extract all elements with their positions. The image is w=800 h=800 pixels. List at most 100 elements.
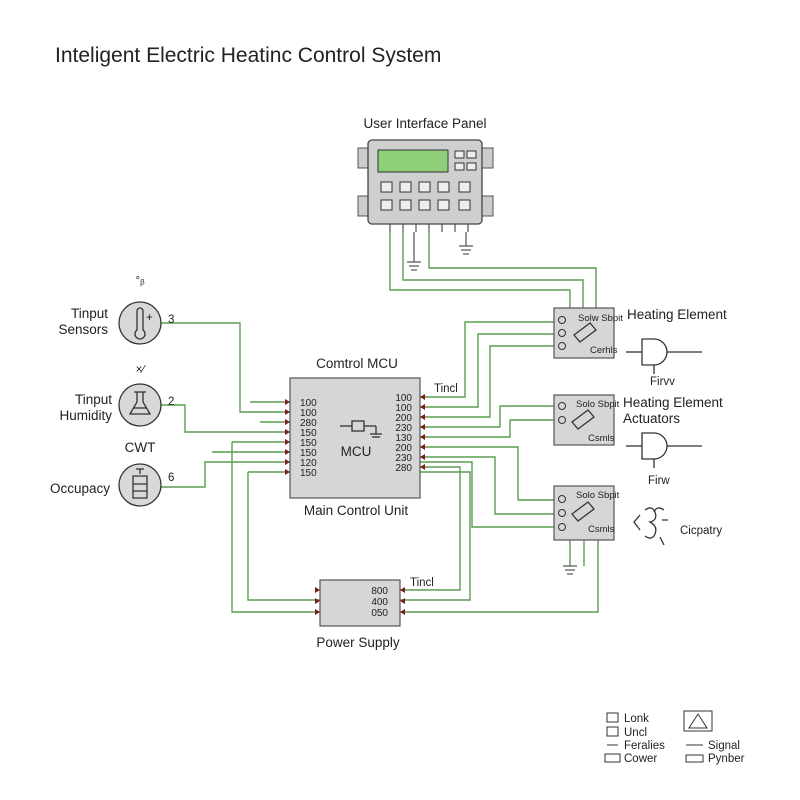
main-control-unit: Comtrol MCU MCU Main Control Unit Tincl … xyxy=(285,356,458,518)
sensor-label-line1: Tinput xyxy=(75,392,112,407)
mcu-center-label: MCU xyxy=(341,444,372,459)
pin-label: 100 xyxy=(300,408,317,419)
pin-label: 130 xyxy=(395,433,412,444)
pin-arrow xyxy=(420,434,425,440)
actuator-label-line1: Cicpatry xyxy=(680,525,722,537)
pin-label: 100 xyxy=(395,403,412,414)
occupancy-sensor-icon xyxy=(118,463,162,507)
heating-element-icon xyxy=(626,432,702,468)
legend: Lonk Uncl Feralies Cower Signal Pynber xyxy=(604,710,745,765)
actuator-box-sub: Csmls xyxy=(588,433,615,444)
pin-arrow xyxy=(420,454,425,460)
sensor-symbol-caption: ×∕ xyxy=(136,364,147,376)
power-supply-side-label: Tincl xyxy=(410,577,434,589)
legend-item: Uncl xyxy=(624,727,647,739)
pin-label: 150 xyxy=(300,448,317,459)
pin-arrow xyxy=(420,404,425,410)
pin-label: 800 xyxy=(371,586,388,597)
pin-label: 280 xyxy=(395,463,412,474)
sensor-3: CWT Occupacy 6 xyxy=(50,440,174,507)
pin-arrow xyxy=(285,449,290,455)
pin-label: 100 xyxy=(300,398,317,409)
actuator-symbol-caption: Firvv xyxy=(650,376,675,388)
pin-arrow xyxy=(315,609,320,615)
sensor-label-line1: Tinput xyxy=(71,306,108,321)
flask-icon xyxy=(128,391,152,415)
actuator-label-line1: Heating Element xyxy=(627,307,727,322)
pin-arrow xyxy=(285,469,290,475)
ground-icon xyxy=(563,565,577,575)
svg-text:+: + xyxy=(146,312,153,324)
legend-item: Feralies xyxy=(624,740,665,752)
thermometer-icon xyxy=(134,307,146,340)
actuator-box-sub: Csmls xyxy=(588,524,615,535)
ground-icon xyxy=(407,232,421,271)
actuator-box xyxy=(553,307,615,359)
pin-label: 100 xyxy=(395,393,412,404)
switch-icon xyxy=(571,501,595,522)
pin-arrow xyxy=(285,429,290,435)
mcu-heading: Comtrol MCU xyxy=(316,356,398,371)
legend-item: Pynber xyxy=(708,753,745,765)
sensor-1: °ᵦ Tinput Sensors + 3 xyxy=(58,275,174,345)
legend-triangle-icon xyxy=(683,710,713,732)
pin-arrow xyxy=(400,598,405,604)
pin-label: 280 xyxy=(300,418,317,429)
pin-arrow xyxy=(315,587,320,593)
mcu-side-label: Tincl xyxy=(434,383,458,395)
pin-label: 400 xyxy=(371,597,388,608)
pin-label: 230 xyxy=(395,453,412,464)
sensor-symbol-caption: °ᵦ xyxy=(135,275,145,287)
pin-arrow xyxy=(285,439,290,445)
switch-icon xyxy=(571,409,595,430)
mcu-caption: Main Control Unit xyxy=(304,503,409,518)
pin-arrow xyxy=(400,609,405,615)
sensor-symbol-caption: CWT xyxy=(125,440,156,455)
pin-label: 200 xyxy=(395,413,412,424)
pin-arrow xyxy=(420,464,425,470)
pin-label: 150 xyxy=(300,438,317,449)
pin-label: 120 xyxy=(300,458,317,469)
humidity-sensor-icon xyxy=(118,383,162,427)
pin-arrow xyxy=(285,409,290,415)
actuator-box-sub: Cerhls xyxy=(590,345,618,356)
mcu-body xyxy=(289,377,421,499)
legend-item: Signal xyxy=(708,740,740,752)
resistor-icon xyxy=(340,420,382,438)
sensor-label-line2: Humidity xyxy=(59,408,112,423)
switch-icon xyxy=(573,322,597,343)
battery-icon xyxy=(132,468,148,499)
actuator-box xyxy=(553,485,615,541)
user-interface-panel: User Interface Panel xyxy=(357,116,494,271)
pin-arrow xyxy=(420,394,425,400)
pin-label: 150 xyxy=(300,468,317,479)
actuator-box-title: Solo Sbpit xyxy=(576,399,620,410)
diagram-title: Inteligent Electric Heatinc Control Syst… xyxy=(55,44,441,67)
heating-element-icon xyxy=(626,338,702,374)
temperature-sensor-icon xyxy=(118,301,162,345)
pin-arrow xyxy=(315,598,320,604)
pin-arrow xyxy=(420,414,425,420)
actuator-1: Solw Sbpit Cerhls Heating Element Firvv xyxy=(553,307,727,388)
sensor-label-line1: Occupacy xyxy=(50,481,110,496)
pin-arrow xyxy=(420,444,425,450)
actuator-symbol-caption: Firw xyxy=(648,475,670,487)
legend-item: Lonk xyxy=(624,713,649,725)
sensor-2: ×∕ Tinput Humidity 2 xyxy=(59,364,174,427)
actuator-box-title: Solw Sbpit xyxy=(578,313,623,324)
actuator-box-title: Solo Sbpit xyxy=(576,490,620,501)
sensor-pin-number: 6 xyxy=(168,472,174,484)
pin-label: 050 xyxy=(371,608,388,619)
power-supply-caption: Power Supply xyxy=(316,635,400,650)
pin-arrow xyxy=(420,424,425,430)
power-supply-body xyxy=(319,579,401,627)
pin-label: 150 xyxy=(300,428,317,439)
legend-item: Cower xyxy=(624,753,657,765)
pin-arrow xyxy=(400,587,405,593)
ground-icon xyxy=(459,232,473,255)
signal-wires xyxy=(160,232,599,613)
ui-panel-label: User Interface Panel xyxy=(363,116,486,131)
